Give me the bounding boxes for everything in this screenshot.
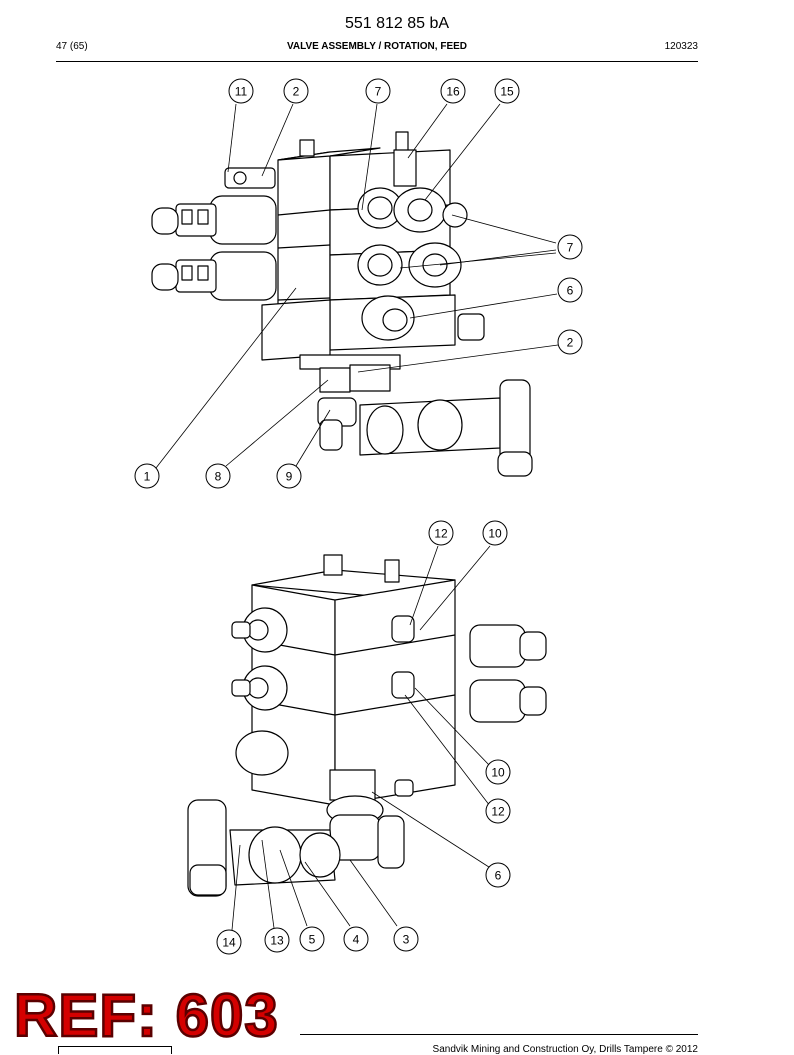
valve-assembly-top: [151, 131, 533, 477]
callout-top-label-4: 15: [500, 85, 514, 99]
valve-assembly-bottom: [187, 554, 547, 897]
callout-bottom-balloon-5: [216, 929, 242, 955]
leader-lines-top: [155, 103, 559, 469]
callout-top-label-7: 2: [567, 336, 574, 350]
callout-bottom-label-4: 6: [495, 869, 502, 883]
callout-top-label-1: 2: [293, 85, 300, 99]
callout-group-top: 11 2 7 16 15 7 6 2 1 8 9: [134, 78, 583, 489]
callout-bottom-balloon-2: [485, 759, 511, 785]
callout-bottom-balloon-0: [428, 520, 454, 546]
leader-lines-bottom: [231, 545, 493, 931]
callout-bottom-label-8: 4: [353, 933, 360, 947]
callout-top-label-10: 9: [286, 470, 293, 484]
callout-bottom-label-0: 12: [434, 527, 448, 541]
callout-bottom-balloon-9: [393, 926, 419, 952]
callout-top-balloon-4: [494, 78, 520, 104]
callout-top-label-6: 6: [567, 284, 574, 298]
company-logo: [58, 1046, 172, 1054]
callout-bottom-label-2: 10: [491, 766, 505, 780]
callout-top-label-5: 7: [567, 241, 574, 255]
callout-bottom-label-9: 3: [403, 933, 410, 947]
callout-bottom-label-5: 14: [222, 936, 236, 950]
page-header: 47 (65) VALVE ASSEMBLY / ROTATION, FEED …: [56, 41, 698, 57]
callout-top-balloon-6: [557, 277, 583, 303]
callout-bottom-label-1: 10: [488, 527, 502, 541]
callout-top-balloon-8: [134, 463, 160, 489]
callout-top-label-9: 8: [215, 470, 222, 484]
ref-stamp: REF: 603: [13, 982, 279, 1049]
callout-top-balloon-0: [228, 78, 254, 104]
footer-copyright: Sandvik Mining and Construction Oy, Dril…: [432, 1044, 698, 1055]
callout-bottom-balloon-6: [264, 927, 290, 953]
callout-top-balloon-9: [205, 463, 231, 489]
callout-top-balloon-7: [557, 329, 583, 355]
callout-bottom-balloon-8: [343, 926, 369, 952]
callout-top-label-0: 11: [235, 85, 248, 99]
callout-top-balloon-3: [440, 78, 466, 104]
header-divider: [56, 61, 698, 62]
callout-bottom-balloon-4: [485, 862, 511, 888]
callout-top-label-2: 7: [375, 85, 382, 99]
document-date: 120323: [664, 41, 698, 52]
page-title: VALVE ASSEMBLY / ROTATION, FEED: [286, 41, 468, 52]
callout-bottom-label-3: 12: [491, 805, 505, 819]
document-number: 551 812 85 bA: [344, 15, 450, 32]
callout-bottom-balloon-7: [299, 926, 325, 952]
callout-top-label-8: 1: [144, 470, 151, 484]
callout-top-balloon-2: [365, 78, 391, 104]
callout-bottom-label-6: 13: [270, 934, 284, 948]
callout-bottom-balloon-1: [482, 520, 508, 546]
callout-group-bottom: 12 10 10 12 6 14 13 5 4 3: [216, 520, 511, 955]
callout-top-label-3: 16: [446, 85, 460, 99]
page-count: 47 (65): [56, 41, 88, 52]
callout-bottom-label-7: 5: [309, 933, 316, 947]
callout-top-balloon-10: [276, 463, 302, 489]
footer-divider: [300, 1034, 698, 1035]
callout-top-balloon-5: [557, 234, 583, 260]
callout-bottom-balloon-3: [485, 798, 511, 824]
callout-top-balloon-1: [283, 78, 309, 104]
